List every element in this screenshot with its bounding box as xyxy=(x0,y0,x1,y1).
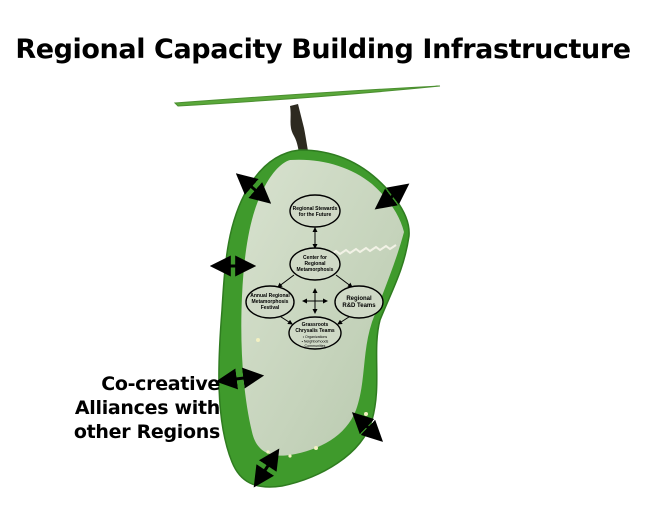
alliances-label-line1: Co-creative xyxy=(101,373,220,395)
link-center-rd xyxy=(335,274,353,288)
arrow-label-left xyxy=(215,367,265,390)
rim-dot xyxy=(288,454,292,458)
node-chrysalis-line1: Grassroots xyxy=(302,322,329,328)
chrysalis-body xyxy=(241,159,404,456)
node-rd-line2: R&D Teams xyxy=(342,303,376,309)
node-center-line3: Metamorphosis xyxy=(297,267,334,273)
node-stewards-line1: Regional Stewards xyxy=(293,206,338,212)
node-stewards: Regional Stewards for the Future xyxy=(289,194,341,228)
arrow-bottom-left xyxy=(253,448,280,488)
node-festival-line2: Metamorphosis xyxy=(252,299,289,305)
node-center: Center for Regional Metamorphosis xyxy=(289,247,341,281)
rim-dot xyxy=(266,450,270,454)
link-center-festival xyxy=(277,274,295,288)
leaf xyxy=(173,85,441,107)
node-festival: Annual Regional Metamorphosis Festival xyxy=(245,285,295,319)
arrow-top-right xyxy=(374,183,410,210)
node-stewards-line2: for the Future xyxy=(299,212,332,218)
node-festival-line3: Festival xyxy=(261,305,280,311)
node-center-line2: Regional xyxy=(304,261,326,267)
node-chrysalis-line3: • Organizations xyxy=(303,335,328,339)
node-festival-line1: Annual Regional xyxy=(250,293,290,299)
rim-dot xyxy=(364,412,368,416)
node-rd-line1: Regional xyxy=(346,296,372,302)
node-center-line1: Center for xyxy=(303,255,327,261)
node-chrysalis-line2: Chrysalis Teams xyxy=(295,328,335,334)
rim-dot xyxy=(314,446,318,450)
rim-dot xyxy=(256,338,260,342)
node-chrysalis: Grassroots Chrysalis Teams • Organizatio… xyxy=(288,316,342,350)
alliances-label-line3: other Regions xyxy=(73,421,220,443)
alliances-label: Co-creative Alliances with other Regions xyxy=(60,372,220,444)
alliances-label-line2: Alliances with xyxy=(74,397,220,419)
page-title: Regional Capacity Building Infrastructur… xyxy=(15,34,631,65)
node-rd: Regional R&D Teams xyxy=(334,285,384,319)
node-chrysalis-line5: Communities xyxy=(305,344,326,348)
node-chrysalis-line4: • Neighborhoods xyxy=(302,340,329,344)
stem xyxy=(290,104,309,156)
arrow-bottom-right xyxy=(351,412,384,442)
arrow-top-left xyxy=(235,173,272,204)
